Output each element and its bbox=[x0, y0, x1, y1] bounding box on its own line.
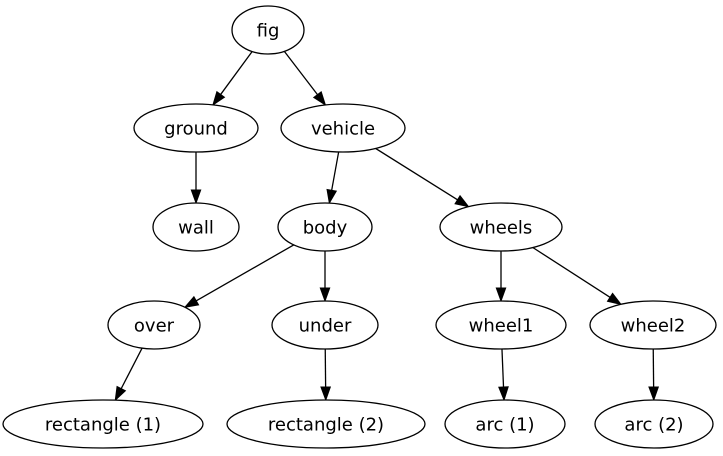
node-ellipse-rect2 bbox=[226, 399, 426, 449]
node-rect2: rectangle (2) bbox=[226, 399, 426, 449]
arrowhead-icon bbox=[319, 287, 331, 303]
edge-ground-wall bbox=[190, 152, 202, 205]
node-label-wheel1: wheel1 bbox=[469, 315, 534, 336]
node-label-fig: fig bbox=[257, 20, 280, 41]
edge-vehicle-body bbox=[326, 151, 340, 205]
edge-line-wheel1-arc1 bbox=[501, 348, 505, 388]
arrowhead-icon bbox=[320, 386, 332, 402]
edge-fig-ground bbox=[212, 51, 253, 107]
arrowhead-icon bbox=[498, 386, 509, 402]
node-arc2: arc (2) bbox=[594, 399, 714, 449]
edge-wheel2-arc2 bbox=[648, 348, 660, 402]
arrowhead-icon bbox=[606, 292, 623, 306]
edge-line-wheels-wheel2 bbox=[532, 246, 611, 298]
node-ellipse-over bbox=[107, 300, 201, 350]
arrowhead-icon bbox=[495, 287, 507, 303]
node-ellipse-wheel1 bbox=[435, 300, 567, 350]
node-label-wheel2: wheel2 bbox=[621, 315, 686, 336]
node-label-wall: wall bbox=[178, 217, 214, 238]
edge-line-body-over bbox=[195, 244, 295, 302]
edge-body-over bbox=[183, 244, 295, 308]
node-wheels: wheels bbox=[439, 202, 563, 252]
node-label-rect1: rectangle (1) bbox=[45, 414, 161, 435]
node-label-ground: ground bbox=[164, 118, 228, 139]
node-ellipse-arc1 bbox=[444, 399, 566, 449]
edge-line-fig-vehicle bbox=[283, 50, 319, 96]
arrowhead-icon bbox=[648, 386, 660, 402]
arrowhead-icon bbox=[183, 295, 200, 308]
arrowhead-icon bbox=[326, 188, 338, 205]
node-label-arc1: arc (1) bbox=[475, 414, 534, 435]
arrowhead-icon bbox=[212, 90, 226, 107]
arrowhead-icon bbox=[190, 189, 202, 205]
node-ellipse-wheel2 bbox=[589, 300, 717, 350]
node-label-vehicle: vehicle bbox=[311, 118, 375, 139]
node-label-body: body bbox=[303, 217, 348, 238]
node-label-wheels: wheels bbox=[470, 217, 533, 238]
node-body: body bbox=[277, 202, 373, 252]
edge-line-vehicle-wheels bbox=[375, 147, 458, 201]
node-wheel1: wheel1 bbox=[435, 300, 567, 350]
node-ellipse-wheels bbox=[439, 202, 563, 252]
node-fig: fig bbox=[231, 5, 305, 55]
node-label-under: under bbox=[299, 315, 352, 336]
node-ellipse-rect1 bbox=[2, 399, 204, 449]
edge-fig-vehicle bbox=[283, 50, 327, 107]
edge-line-vehicle-body bbox=[331, 151, 340, 191]
node-arc1: arc (1) bbox=[444, 399, 566, 449]
node-ellipse-ground bbox=[133, 103, 259, 153]
node-under: under bbox=[271, 300, 379, 350]
node-ellipse-under bbox=[271, 300, 379, 350]
arrowhead-icon bbox=[114, 385, 127, 402]
node-vehicle: vehicle bbox=[280, 103, 406, 153]
edge-vehicle-wheels bbox=[375, 147, 470, 208]
edge-wheels-wheel2 bbox=[532, 246, 623, 306]
edge-over-rect1 bbox=[114, 347, 143, 402]
edge-wheels-wheel1 bbox=[495, 251, 507, 303]
node-over: over bbox=[107, 300, 201, 350]
edge-line-fig-ground bbox=[220, 51, 253, 95]
edge-body-under bbox=[319, 251, 331, 303]
node-wall: wall bbox=[152, 202, 240, 252]
arrowhead-icon bbox=[454, 194, 470, 208]
edge-wheel1-arc1 bbox=[498, 348, 509, 402]
node-wheel2: wheel2 bbox=[589, 300, 717, 350]
edge-line-over-rect1 bbox=[120, 347, 143, 389]
node-ground: ground bbox=[133, 103, 259, 153]
node-ellipse-body bbox=[277, 202, 373, 252]
node-ellipse-fig bbox=[231, 5, 305, 55]
node-label-over: over bbox=[134, 315, 175, 336]
node-label-rect2: rectangle (2) bbox=[268, 414, 384, 435]
edge-under-rect2 bbox=[320, 348, 332, 402]
node-label-arc2: arc (2) bbox=[624, 414, 683, 435]
node-ellipse-arc2 bbox=[594, 399, 714, 449]
node-ellipse-vehicle bbox=[280, 103, 406, 153]
arrowhead-icon bbox=[312, 90, 327, 107]
node-rect1: rectangle (1) bbox=[2, 399, 204, 449]
node-ellipse-wall bbox=[152, 202, 240, 252]
